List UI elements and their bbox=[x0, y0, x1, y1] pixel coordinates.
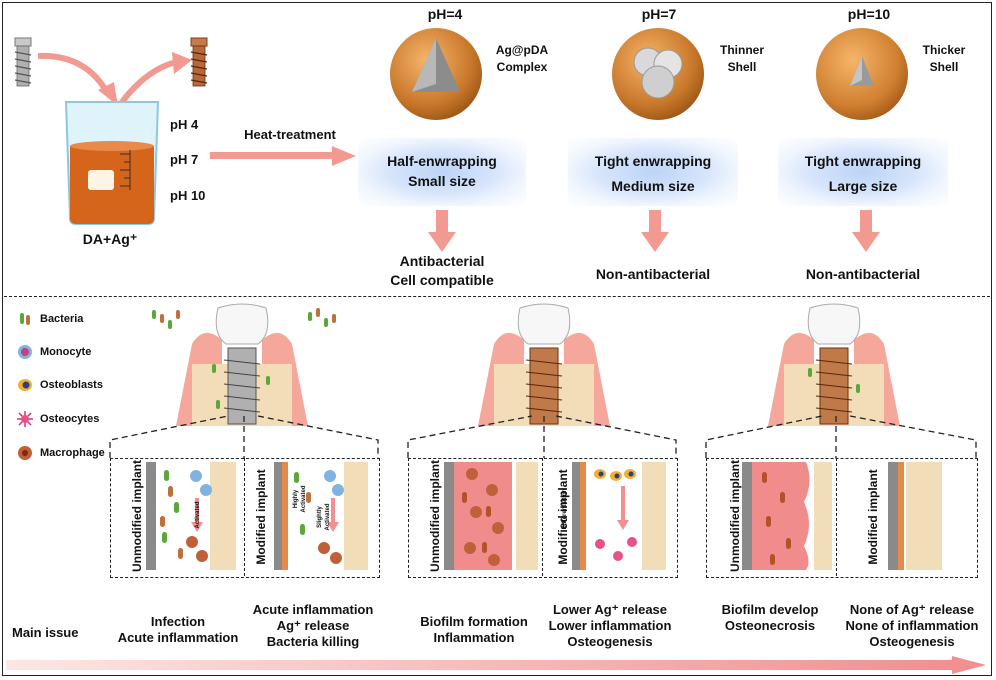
col3-down-arrow bbox=[852, 210, 880, 252]
beaker-icon bbox=[64, 101, 160, 225]
col3-particle-label-2: Shell bbox=[929, 60, 959, 74]
panel-separator-2 bbox=[542, 458, 543, 576]
panel2-scene bbox=[274, 462, 368, 570]
panel3-title: Unmodified implant bbox=[428, 460, 442, 572]
panel2-issue-3: Bacteria killing bbox=[266, 634, 360, 649]
monocyte-icon bbox=[18, 345, 32, 359]
main-issue-label: Main issue bbox=[12, 625, 79, 640]
col2-box-line-2: Medium size bbox=[611, 178, 695, 194]
panel2-annotation-1: Highly bbox=[293, 489, 299, 509]
panel2-annotation-3: Slightly bbox=[317, 506, 323, 528]
panel2-issue-2: Ag⁺ release bbox=[276, 618, 350, 633]
curved-arrow-out bbox=[119, 52, 192, 104]
legend-osteocytes: Osteocytes bbox=[40, 413, 100, 425]
osteocyte-icon bbox=[17, 411, 33, 427]
legend-monocyte: Monocyte bbox=[40, 346, 92, 358]
col1-outcome-1: Antibacterial bbox=[399, 253, 485, 269]
col1-box-line-2: Small size bbox=[408, 173, 476, 189]
ph-level-10: pH 10 bbox=[170, 188, 206, 203]
detail-group-2 bbox=[408, 458, 678, 578]
heat-treatment-label: Heat-treatment bbox=[244, 127, 336, 142]
panel1-annotation: Activated bbox=[195, 501, 201, 529]
bacteria-icon bbox=[20, 313, 30, 325]
col3-box-line-1: Tight enwrapping bbox=[804, 153, 922, 169]
panel3-issue-2: Inflammation bbox=[433, 630, 515, 645]
ph-level-4: pH 4 bbox=[170, 117, 199, 132]
panel6-issue-1: None of Ag⁺ release bbox=[849, 602, 975, 617]
heat-treatment-arrow bbox=[210, 146, 356, 166]
implant-site-2 bbox=[478, 303, 610, 426]
macrophage-icon bbox=[18, 446, 32, 460]
panel2-annotation-4: Activated bbox=[325, 503, 331, 531]
col1-ph: pH=4 bbox=[427, 6, 463, 22]
col1-outcome-2: Cell compatible bbox=[390, 272, 494, 288]
col2-down-arrow bbox=[641, 210, 669, 252]
panel5-issue-1: Biofilm develop bbox=[721, 602, 819, 617]
col1-box-line-1: Half-enwrapping bbox=[387, 153, 497, 169]
col2-particle-label-2: Shell bbox=[727, 60, 757, 74]
legend-bacteria: Bacteria bbox=[40, 313, 84, 325]
panel4-scene bbox=[572, 462, 666, 570]
osteoblast-icon bbox=[18, 379, 32, 391]
implant-plain-icon bbox=[14, 37, 32, 87]
col2-particle-label-1: Thinner bbox=[720, 43, 764, 57]
col3-particle-label-1: Thicker bbox=[922, 43, 966, 57]
curved-arrow-in bbox=[37, 52, 118, 106]
col2-box-line-1: Tight enwrapping bbox=[594, 153, 712, 169]
col3-ph: pH=10 bbox=[847, 6, 891, 22]
implant-coated-icon bbox=[190, 37, 208, 87]
legend-osteoblasts: Osteoblasts bbox=[40, 379, 103, 391]
panel4-issue-3: Osteogenesis bbox=[567, 634, 653, 649]
panel4-issue-1: Lower Ag⁺ release bbox=[552, 602, 668, 617]
implant-site-3 bbox=[768, 303, 900, 426]
panel2-issue-1: Acute inflammation bbox=[252, 602, 374, 617]
particle-ph10 bbox=[816, 28, 908, 120]
panel1-issue-1: Infection bbox=[150, 614, 206, 629]
panel4-annotation: Differentiation bbox=[562, 488, 568, 530]
col1-particle-label-1: Ag@pDA bbox=[495, 43, 549, 57]
panel6-scene bbox=[888, 462, 942, 570]
bacteria-cluster-left bbox=[152, 310, 180, 329]
detail-group-3 bbox=[706, 458, 978, 578]
panel1-title: Unmodified implant bbox=[130, 460, 144, 572]
panel1-issue-2: Acute inflammation bbox=[117, 630, 239, 645]
bacteria-cluster-right bbox=[308, 308, 336, 327]
panel3-issue-1: Biofilm formation bbox=[420, 614, 528, 629]
col3-box-line-2: Large size bbox=[828, 178, 898, 194]
col3-property-box bbox=[778, 138, 948, 206]
panel2-annotation-2: Activated bbox=[301, 485, 307, 513]
col2-ph: pH=7 bbox=[641, 6, 677, 22]
legend-macrophage: Macrophage bbox=[40, 447, 105, 459]
detail-group-1 bbox=[110, 458, 380, 578]
section-divider bbox=[4, 296, 990, 297]
panel5-issue-2: Osteonecrosis bbox=[724, 618, 816, 633]
col2-property-box bbox=[568, 138, 738, 206]
panel3-scene bbox=[444, 462, 538, 570]
panel5-scene bbox=[742, 462, 832, 570]
implant-site-1 bbox=[176, 303, 308, 426]
col1-property-box bbox=[358, 138, 526, 206]
panel2-title: Modified implant bbox=[254, 469, 268, 565]
col2-outcome-1: Non-antibacterial bbox=[595, 266, 711, 282]
progression-arrow bbox=[6, 656, 986, 674]
zoom-connectors bbox=[109, 415, 977, 458]
panel4-issue-2: Lower inflammation bbox=[548, 618, 672, 633]
col1-particle-label-2: Complex bbox=[496, 60, 548, 74]
ph-level-7: pH 7 bbox=[170, 152, 199, 167]
particle-ph7 bbox=[612, 28, 704, 120]
panel-separator-1 bbox=[244, 458, 245, 576]
particle-ph4 bbox=[390, 28, 482, 120]
panel1-scene bbox=[146, 462, 236, 570]
panel6-issue-2: None of inflammation bbox=[845, 618, 979, 633]
panel-separator-3 bbox=[836, 458, 837, 576]
col3-outcome-1: Non-antibacterial bbox=[805, 266, 921, 282]
col1-down-arrow bbox=[428, 210, 456, 252]
solution-label: DA+Ag⁺ bbox=[82, 231, 138, 247]
panel6-issue-3: Osteogenesis bbox=[869, 634, 955, 649]
